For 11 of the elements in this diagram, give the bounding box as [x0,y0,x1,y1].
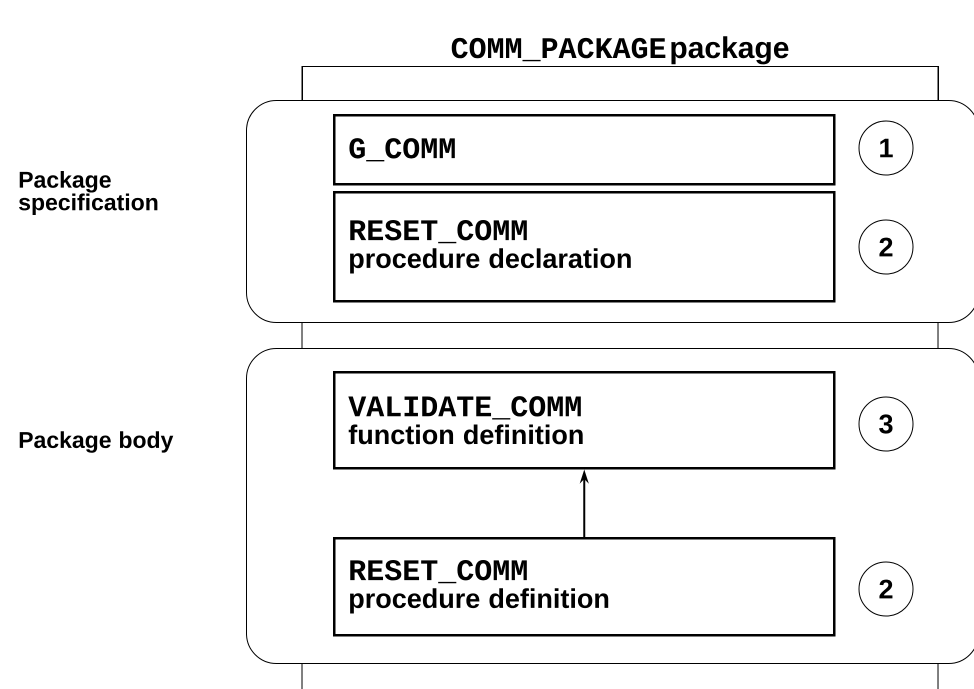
callout-number: 1 [858,120,914,176]
callout-number: 3 [858,396,914,452]
callout-number: 2 [858,562,914,616]
declaration-box: VALIDATE_COMM function definition [333,371,836,470]
declaration-box: RESET_COMM procedure declaration [333,191,836,302]
title: COMM_PACKAGE package [452,36,788,64]
callout-number: 2 [858,220,914,274]
declaration-box: G_COMM [333,114,836,186]
section-label: Package body [20,431,174,453]
declaration-box: RESET_COMM procedure definition [333,537,836,636]
section-label: Package specification [19,171,158,215]
